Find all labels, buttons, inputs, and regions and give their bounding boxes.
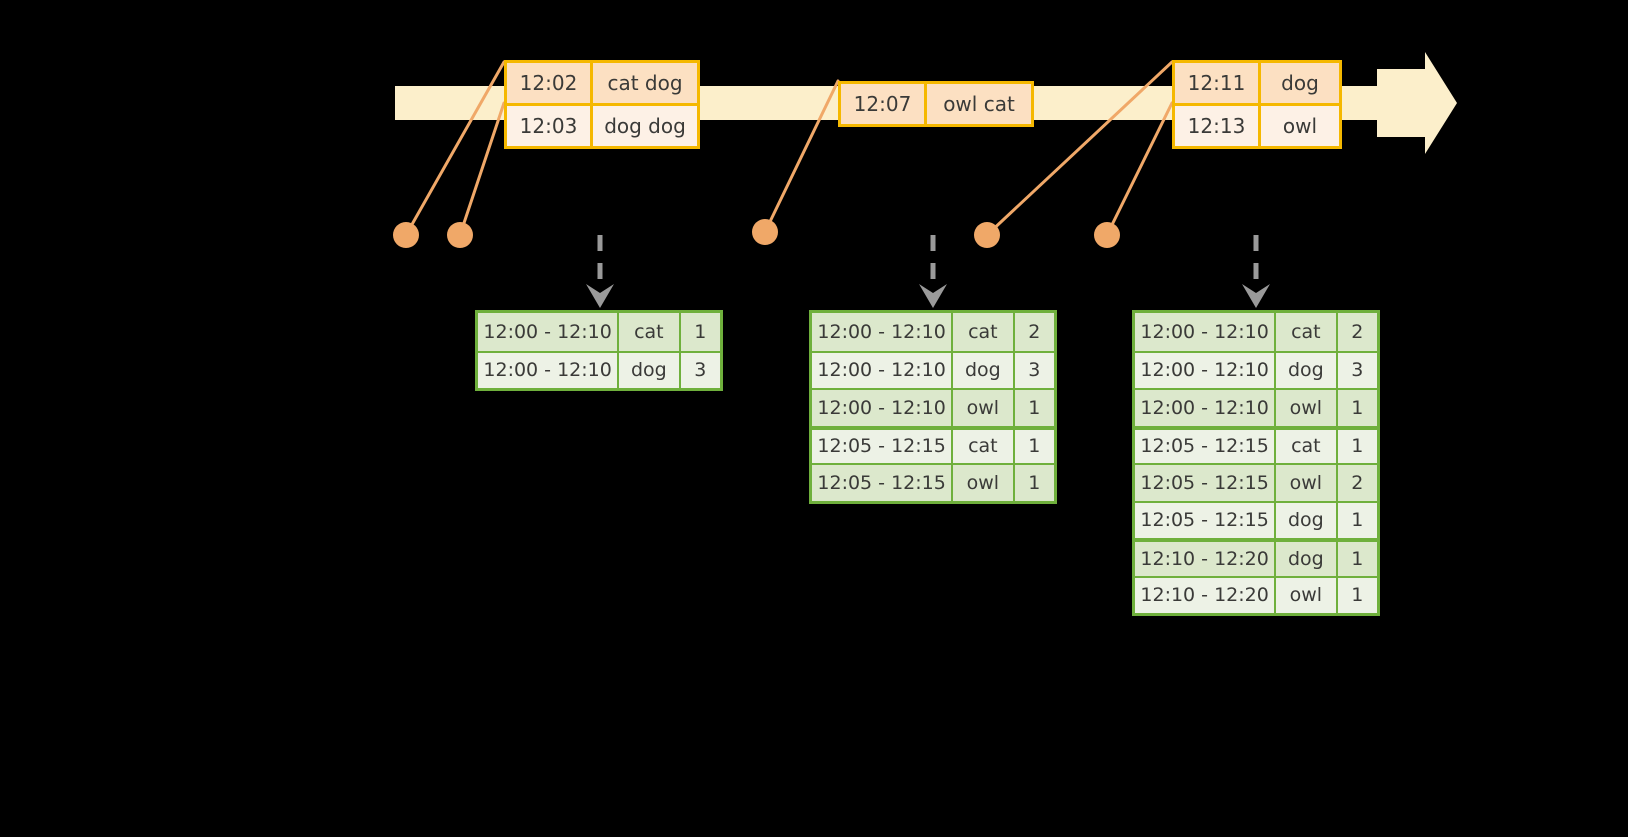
cell-window: 12:00 - 12:10 (478, 313, 620, 351)
cell-window: 12:05 - 12:15 (812, 429, 954, 463)
cell-window: 12:05 - 12:15 (1135, 465, 1277, 501)
marker-5 (1094, 222, 1120, 248)
cell-count: 2 (1028, 320, 1041, 343)
cell-word: dog (1276, 542, 1338, 576)
cell-word: dog (1276, 352, 1338, 388)
event-words: dog (1281, 71, 1319, 95)
event-group-2: 12:07 owl cat (838, 81, 1034, 127)
cell-count: 3 (694, 359, 707, 382)
event-row: 12:02 cat dog (507, 63, 697, 103)
cell-count: 1 (1028, 471, 1041, 494)
connector-5 (1105, 101, 1174, 237)
event-row: 12:13 owl (1175, 103, 1339, 146)
cell-count: 1 (1351, 509, 1364, 532)
cell-window: 12:05 - 12:15 (812, 465, 954, 501)
event-time: 12:11 (1175, 63, 1261, 103)
event-row: 12:07 owl cat (841, 84, 1031, 124)
cell-count: 2 (1351, 320, 1364, 343)
cell-word: owl (1276, 465, 1338, 501)
cell-window: 12:00 - 12:10 (812, 390, 954, 426)
cell-window: 12:10 - 12:20 (1135, 542, 1277, 576)
marker-4 (974, 222, 1000, 248)
cell-count: 3 (1028, 359, 1041, 382)
event-words: owl (1282, 114, 1318, 138)
event-words: cat dog (607, 71, 683, 95)
cell-window: 12:05 - 12:15 (1135, 429, 1277, 463)
marker-2 (447, 222, 473, 248)
connector-3 (763, 79, 840, 234)
cell-word: owl (953, 390, 1015, 426)
event-time: 12:02 (507, 63, 593, 103)
cell-word: cat (953, 429, 1015, 463)
cell-window: 12:00 - 12:10 (812, 313, 954, 351)
connector-2 (458, 101, 506, 237)
event-words: owl cat (943, 92, 1015, 116)
cell-count: 1 (1351, 435, 1364, 458)
cell-word: cat (1276, 313, 1338, 351)
cell-window: 12:00 - 12:10 (1135, 313, 1277, 351)
connector-1 (404, 60, 506, 237)
cell-count: 1 (1028, 435, 1041, 458)
event-time: 12:07 (841, 84, 927, 124)
event-group-3: 12:11 dog 12:13 owl (1172, 60, 1342, 149)
cell-count: 2 (1351, 471, 1364, 494)
cell-word: cat (1276, 429, 1338, 463)
cell-word: cat (619, 313, 681, 351)
cell-word: dog (619, 352, 681, 388)
cell-word: owl (953, 465, 1015, 501)
cell-window: 12:05 - 12:15 (1135, 502, 1277, 538)
cell-count: 1 (1351, 547, 1364, 570)
dashed-arrow-2-head (919, 284, 947, 308)
marker-3 (752, 219, 778, 245)
cell-word: dog (953, 352, 1015, 388)
cell-word: owl (1276, 577, 1338, 613)
cell-count: 1 (1351, 396, 1364, 419)
marker-1 (393, 222, 419, 248)
cell-word: cat (953, 313, 1015, 351)
dashed-arrow-1-head (586, 284, 614, 308)
dashed-arrows (586, 235, 1270, 308)
cell-count: 1 (1028, 396, 1041, 419)
marker-dots (393, 219, 1120, 248)
cell-count: 3 (1351, 359, 1364, 382)
event-row: 12:11 dog (1175, 63, 1339, 103)
event-words: dog dog (604, 114, 686, 138)
cell-window: 12:00 - 12:10 (1135, 390, 1277, 426)
dashed-arrow-3-head (1242, 284, 1270, 308)
cell-window: 12:00 - 12:10 (1135, 352, 1277, 388)
event-time: 12:13 (1175, 106, 1261, 146)
cell-count: 1 (694, 320, 707, 343)
cell-count: 1 (1351, 584, 1364, 607)
event-row: 12:03 dog dog (507, 103, 697, 146)
cell-window: 12:10 - 12:20 (1135, 577, 1277, 613)
event-time: 12:03 (507, 106, 593, 146)
cell-window: 12:00 - 12:10 (478, 352, 620, 388)
event-group-1: 12:02 cat dog 12:03 dog dog (504, 60, 700, 149)
cell-word: dog (1276, 502, 1338, 538)
cell-word: owl (1276, 390, 1338, 426)
cell-window: 12:00 - 12:10 (812, 352, 954, 388)
